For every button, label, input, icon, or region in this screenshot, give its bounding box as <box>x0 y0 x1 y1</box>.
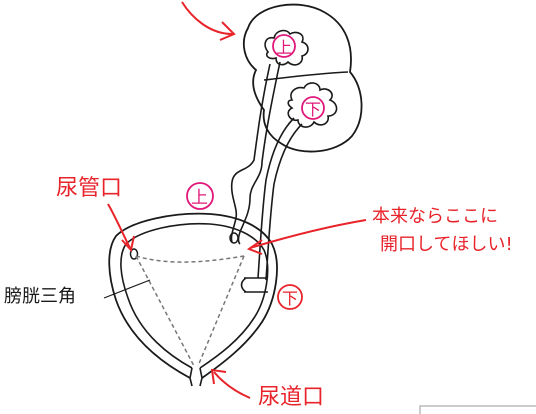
upper-ureter <box>230 63 271 243</box>
ectopic-ureter-stub <box>240 277 268 293</box>
left-ureteric-orifice <box>129 248 139 260</box>
lower-ureter <box>257 117 295 279</box>
red-arrow-head-ideal <box>246 239 263 255</box>
ureter-opening-label: 尿管口 <box>56 176 122 201</box>
red-arrow-to-orifice <box>107 203 131 249</box>
urethra-opening-label: 尿道口 <box>258 385 324 410</box>
red-arrow-to-urethra <box>213 371 251 399</box>
red-arrow-to-kidney <box>181 1 233 35</box>
trigone-dashed-top <box>135 255 245 263</box>
lower-renal-pelvis <box>287 82 338 128</box>
kidney-outline <box>242 3 363 153</box>
kidney-waist <box>263 71 349 81</box>
note-line-2: 開口してほしい! <box>380 234 513 255</box>
lower-ureter-inner <box>265 123 303 281</box>
bladder-inner-wall <box>120 222 269 369</box>
svg-text:下: 下 <box>305 100 321 119</box>
trigone-dashed-right <box>197 255 245 367</box>
upper-ureter-inner <box>237 61 281 245</box>
corner-box <box>419 405 536 414</box>
right-ureteric-orifice <box>229 232 239 244</box>
red-arrow-to-ideal-site <box>249 219 367 249</box>
note-line-1: 本来ならここに <box>372 206 498 227</box>
svg-text:上: 上 <box>191 188 208 208</box>
svg-text:下: 下 <box>282 289 298 308</box>
trigone-pointer-line <box>103 279 151 299</box>
upper-renal-pelvis <box>264 29 309 66</box>
upper-mark-ureter: 上 <box>186 182 214 210</box>
bladder-outer-wall <box>108 212 278 379</box>
urethra <box>189 367 203 387</box>
lower-mark-kidney: 下 <box>301 96 325 120</box>
red-arrow-head-orifice <box>121 235 135 253</box>
upper-mark-kidney: 上 <box>272 34 296 58</box>
lower-mark-ureter: 下 <box>277 284 303 310</box>
svg-text:上: 上 <box>276 38 292 57</box>
trigone-label: 膀胱三角 <box>4 286 76 307</box>
red-arrow-head-kidney <box>219 21 236 41</box>
red-arrow-head-urethra <box>210 368 227 385</box>
